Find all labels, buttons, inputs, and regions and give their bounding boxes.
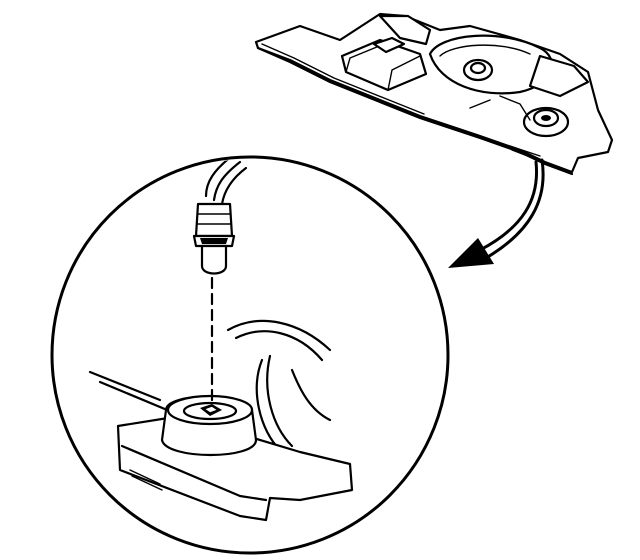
magnified-socket-view (50, 155, 450, 555)
trim-panel-overview (254, 12, 614, 176)
wedge-bulb-with-socket (192, 159, 248, 275)
curved-arrow (448, 158, 545, 268)
